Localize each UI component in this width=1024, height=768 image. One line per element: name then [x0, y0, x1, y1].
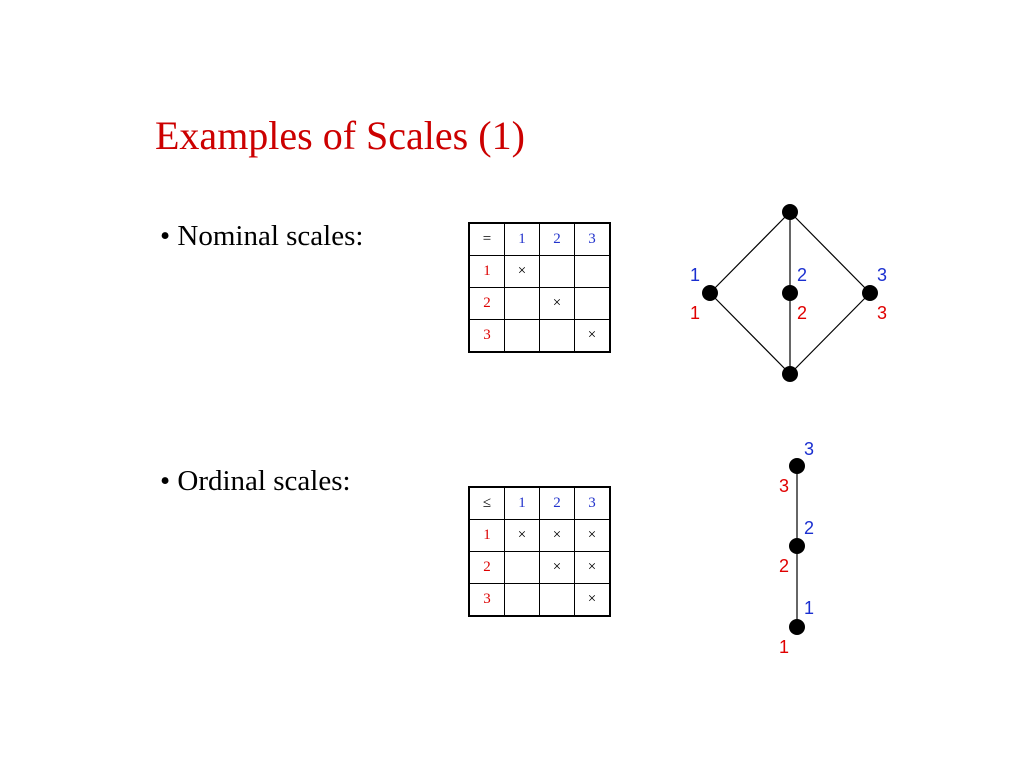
table-cell — [539, 319, 575, 353]
ordinal-chain: 3 3 2 2 1 1 — [779, 439, 814, 657]
ordinal-context-table: ≤ 1 2 3 1 × × × 2 × × 3 × — [468, 486, 611, 617]
ordinal-scales-label: • Ordinal scales: — [160, 465, 351, 497]
chain-node — [789, 619, 805, 635]
table-row: 1 × × × — [468, 519, 611, 552]
nominal-lattice: 1 1 2 2 3 3 — [690, 204, 887, 382]
table-row: 2 × × — [468, 551, 611, 584]
lattice-node-bottom — [782, 366, 798, 382]
table-cell: × — [574, 583, 611, 617]
object-label: 1 — [690, 303, 700, 323]
lattice-node-top — [782, 204, 798, 220]
table-header-row: ≤ 1 2 3 — [468, 486, 611, 520]
row-header: 1 — [468, 255, 505, 288]
table-row: 1 × — [468, 255, 611, 288]
table-cell — [574, 287, 611, 320]
attribute-label: 2 — [804, 518, 814, 538]
attribute-label: 1 — [690, 265, 700, 285]
table-cell: × — [574, 319, 611, 353]
object-label: 2 — [797, 303, 807, 323]
lattice-edge — [789, 211, 871, 294]
table-cell: × — [574, 551, 611, 584]
object-label: 2 — [779, 556, 789, 576]
nominal-scales-label: • Nominal scales: — [160, 220, 364, 252]
row-header: 1 — [468, 519, 505, 552]
row-header: 2 — [468, 551, 505, 584]
nominal-context-table: = 1 2 3 1 × 2 × 3 × — [468, 222, 611, 353]
chain-node — [789, 458, 805, 474]
table-cell — [539, 583, 575, 617]
chain-node — [789, 538, 805, 554]
attribute-label: 1 — [804, 598, 814, 618]
lattice-node — [702, 285, 718, 301]
table-cell: × — [539, 551, 575, 584]
table-corner: ≤ — [468, 486, 505, 520]
column-header: 3 — [574, 222, 611, 256]
lattice-node — [862, 285, 878, 301]
column-header: 2 — [539, 222, 575, 256]
table-cell: × — [574, 519, 611, 552]
slide-title: Examples of Scales (1) — [155, 113, 525, 158]
attribute-label: 3 — [804, 439, 814, 459]
object-label: 1 — [779, 637, 789, 657]
table-cell: × — [504, 255, 540, 288]
lattice-edge — [709, 292, 791, 375]
attribute-label: 3 — [877, 265, 887, 285]
object-label: 3 — [877, 303, 887, 323]
lattice-node — [782, 285, 798, 301]
attribute-label: 2 — [797, 265, 807, 285]
lattice-edge — [709, 211, 791, 294]
lattice-edge — [789, 292, 871, 375]
object-label: 3 — [779, 476, 789, 496]
table-row: 2 × — [468, 287, 611, 320]
table-row: 3 × — [468, 319, 611, 353]
column-header: 1 — [504, 486, 540, 520]
table-cell: × — [539, 519, 575, 552]
table-row: 3 × — [468, 583, 611, 617]
column-header: 2 — [539, 486, 575, 520]
table-cell: × — [539, 287, 575, 320]
table-cell — [574, 255, 611, 288]
